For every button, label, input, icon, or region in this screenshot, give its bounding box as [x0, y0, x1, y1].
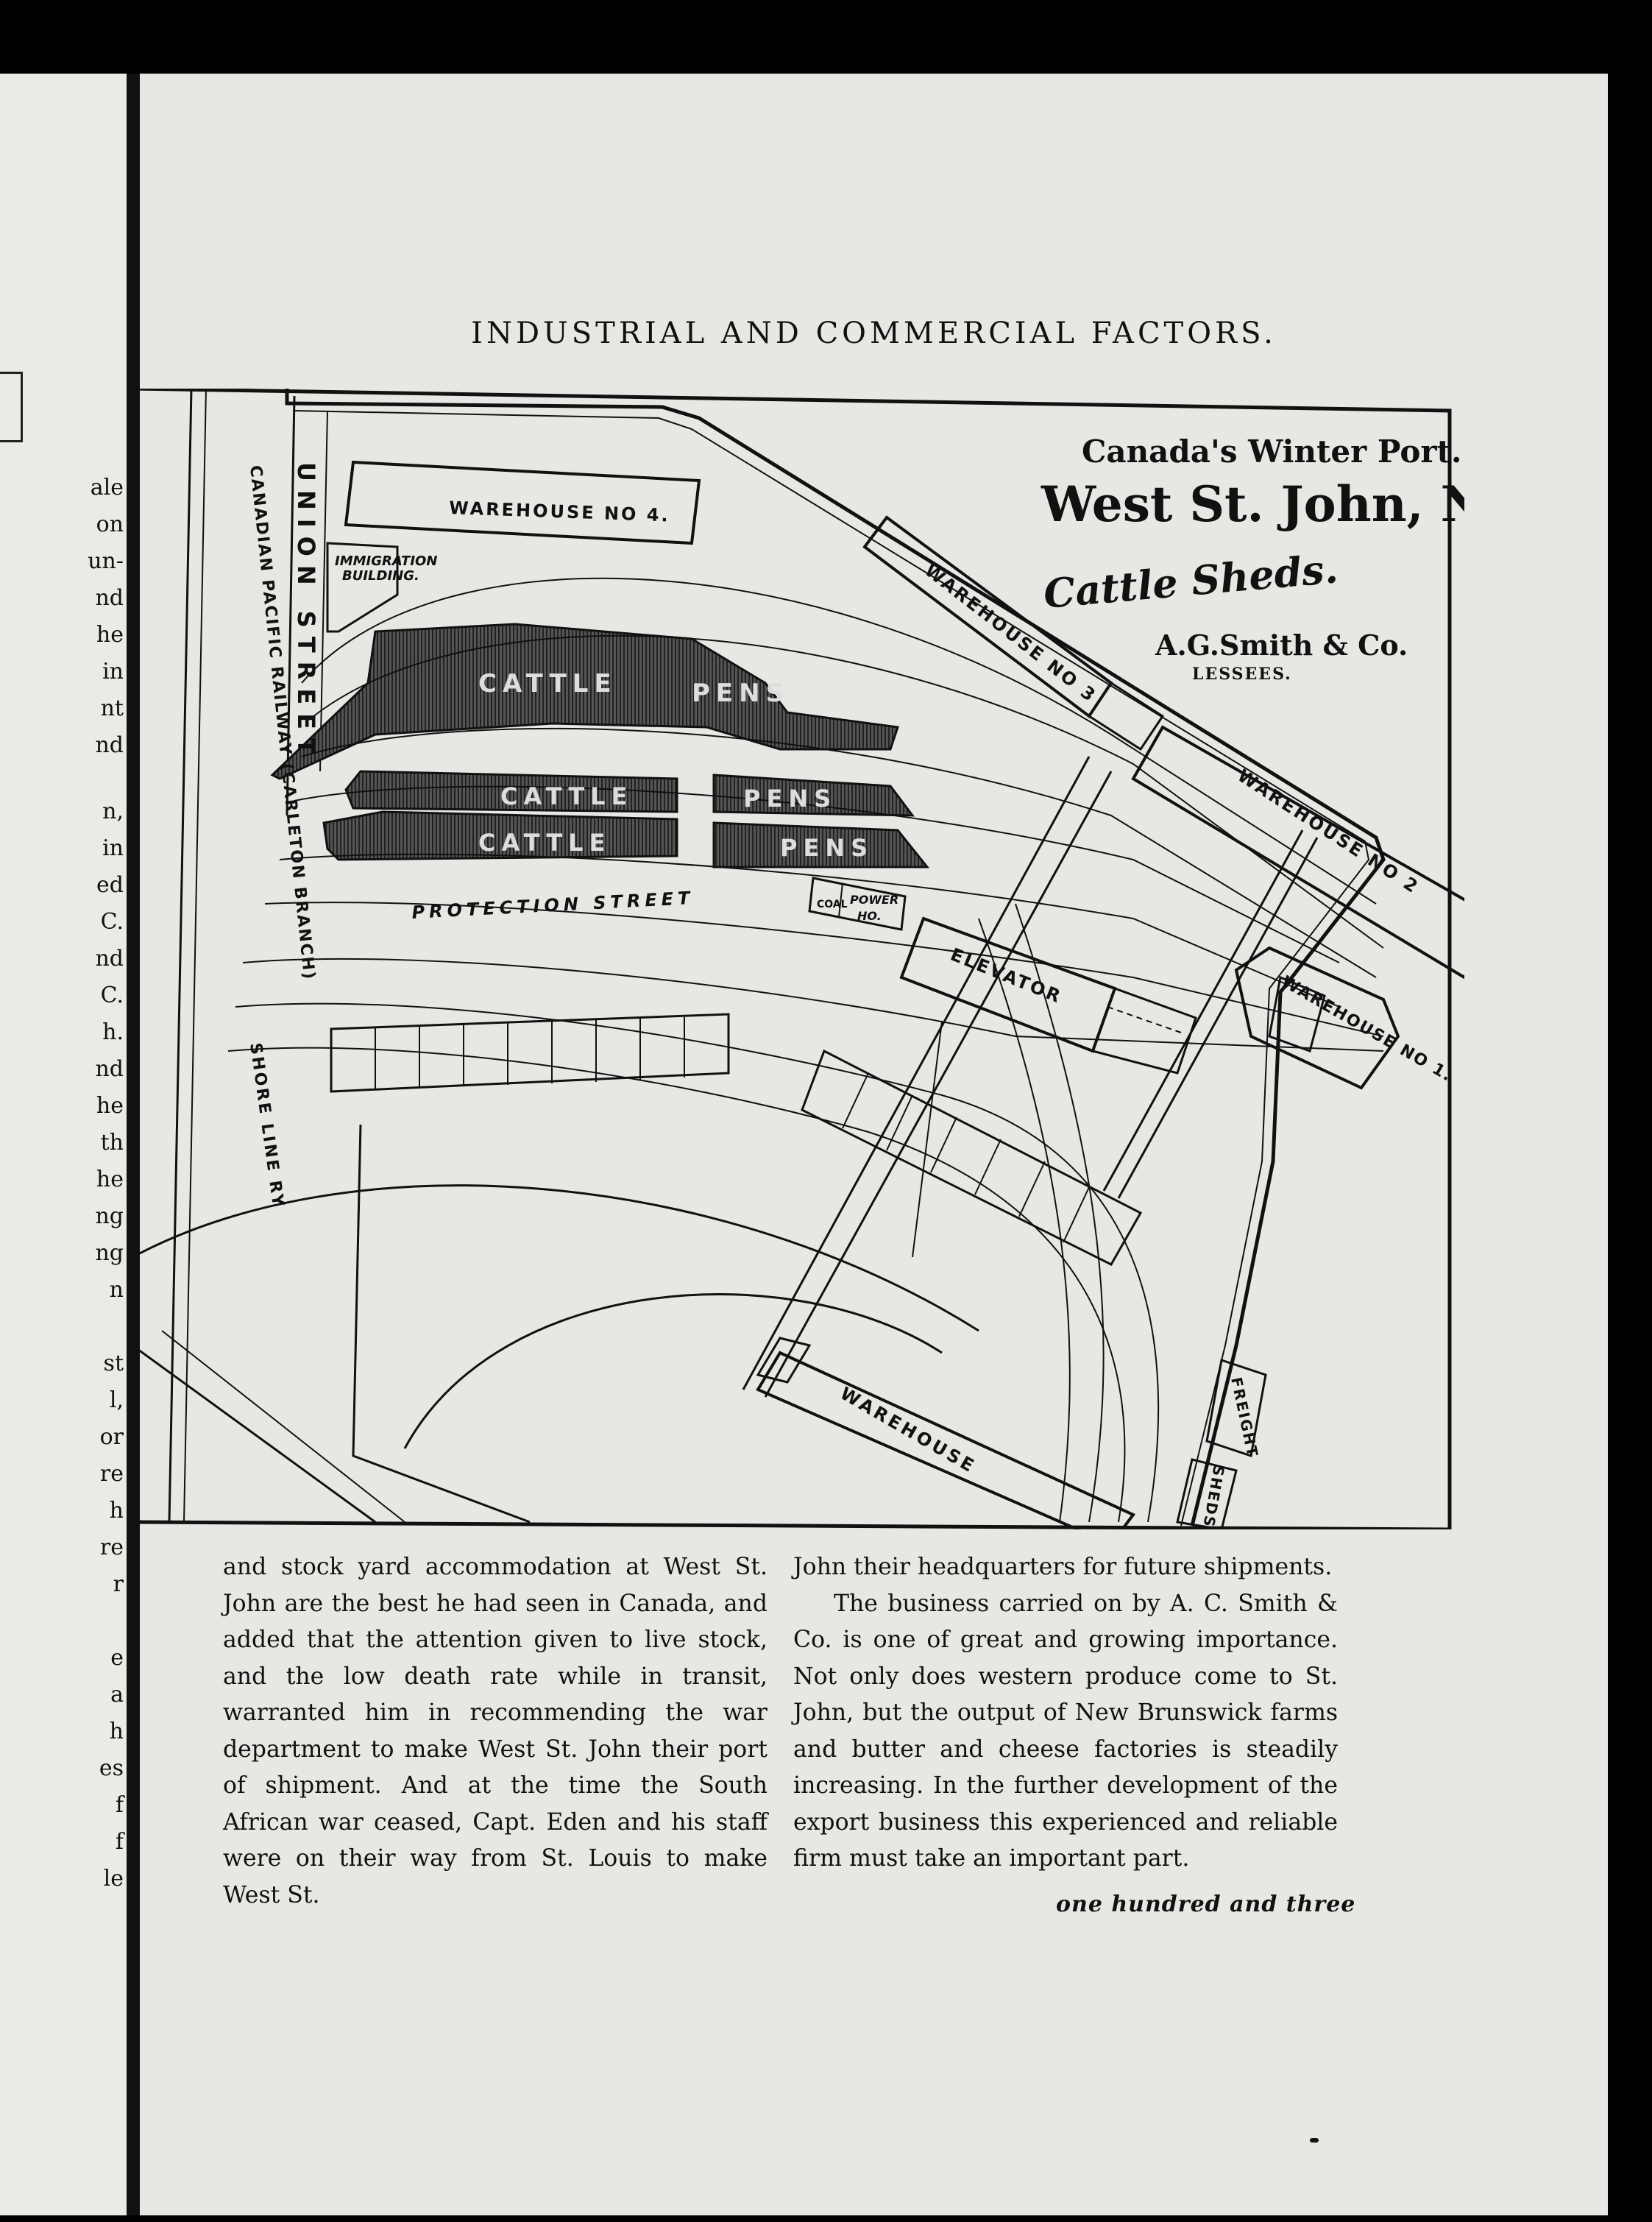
- facing-page-fragment: h.: [102, 1019, 124, 1045]
- warehouse-lower-label: WAREHOUSE: [837, 1383, 980, 1477]
- map-lessee-name: A.G.Smith & Co.: [1155, 629, 1408, 662]
- facing-page-fragment: n: [109, 1277, 124, 1303]
- facing-page-fragment: he: [96, 1093, 124, 1119]
- left-column-paragraph: and stock yard accommodation at West St.…: [223, 1554, 767, 1908]
- cattle-pens-lower-right: [712, 821, 930, 868]
- facing-page-fragment: h: [109, 1719, 124, 1744]
- facing-page-fragment: re: [99, 1535, 124, 1560]
- right-column-paragraph-2: The business carried on by A. C. Smith &…: [793, 1590, 1338, 1872]
- coal-label: COAL: [817, 899, 848, 910]
- facing-page-fragment: on: [96, 512, 124, 537]
- immigration-building: [326, 542, 399, 633]
- facing-page-fragment: ed: [96, 872, 124, 898]
- facing-page-fragment: nd: [95, 732, 124, 758]
- elevator-label: ELEVATOR: [948, 944, 1066, 1008]
- facing-page-fragment: he: [96, 622, 124, 648]
- facing-page-fragment: in: [102, 659, 124, 684]
- facing-page-fragment: un-: [88, 548, 124, 574]
- warehouse-4-label: WAREHOUSE NO 4.: [449, 498, 670, 526]
- cattle-pens-middle-left: [344, 770, 678, 813]
- open-field: [352, 1124, 531, 1524]
- freight-shed: [1205, 1359, 1267, 1457]
- pens-label-3: PENS: [780, 834, 873, 862]
- cattle-pens-top: [270, 623, 899, 780]
- facing-page-box: [0, 372, 23, 442]
- facing-page-fragment: nd: [95, 1056, 124, 1082]
- page: INDUSTRIAL AND COMMERCIAL FACTORS.: [140, 74, 1608, 2215]
- facing-page-fragment: ng: [95, 1240, 124, 1266]
- cattle-label-3: CATTLE: [478, 829, 611, 857]
- text-column-right: John their headquarters for future shipm…: [793, 1549, 1338, 1878]
- facing-page-fragment: th: [100, 1130, 124, 1156]
- facing-page-fragment: ale: [90, 475, 124, 500]
- facing-page-fragment: or: [99, 1424, 124, 1450]
- shore-line-label: SHORE LINE RY: [246, 1041, 287, 1209]
- facing-page-fragment: C.: [100, 983, 124, 1008]
- facing-page-fragment: a: [110, 1682, 124, 1708]
- facing-page-fragment: n,: [102, 799, 124, 824]
- power-house-label-2: HO.: [857, 909, 882, 923]
- facing-page-fragment: re: [99, 1461, 124, 1487]
- immigration-label-1: IMMIGRATION: [335, 553, 437, 569]
- cattle-pens-middle-right: [712, 774, 915, 817]
- map-frame: [140, 389, 1452, 1529]
- lot-right: [801, 1049, 1143, 1266]
- facing-page-fragment: es: [99, 1755, 124, 1781]
- pens-label-2: PENS: [743, 785, 837, 813]
- union-street-label: UNION STREET: [292, 462, 320, 763]
- map-title-line1: Canada's Winter Port.: [1082, 434, 1462, 470]
- cattle-label-2: CATTLE: [500, 782, 633, 810]
- facing-page-fragment: r: [113, 1571, 124, 1597]
- speck: [1310, 2138, 1319, 2143]
- facing-page-fragment: f: [115, 1792, 124, 1818]
- facing-page-fragment: he: [96, 1167, 124, 1192]
- map-subtitle: Cattle Sheds.: [1042, 545, 1340, 618]
- lot-left: [330, 1013, 730, 1093]
- power-house-label-1: POWER: [850, 893, 898, 907]
- facing-page-fragment: f: [115, 1829, 124, 1855]
- text-column-left: and stock yard accommodation at West St.…: [223, 1549, 767, 1914]
- facing-page-fragment: st: [103, 1351, 124, 1376]
- warehouse-no-2: [1131, 725, 1464, 980]
- warehouse-1-label-line1: WAREHOUSE NO 1.: [1278, 973, 1456, 1086]
- page-number: one hundred and three: [1056, 1892, 1356, 1917]
- facing-page-fragment: h: [109, 1498, 124, 1524]
- site-map: Canada's Winter Port. West St. John, N.B…: [140, 389, 1464, 1529]
- immigration-label-2: BUILDING.: [342, 568, 419, 584]
- map-title-line2: West St. John, N.B.: [1041, 475, 1464, 533]
- facing-page-fragment: nt: [100, 696, 124, 721]
- facing-page-fragment: l,: [109, 1387, 124, 1413]
- facing-page-fragment: nd: [95, 585, 124, 611]
- right-column-paragraph-1: John their headquarters for future shipm…: [793, 1554, 1333, 1580]
- sheds: [1176, 1458, 1238, 1529]
- cattle-pens-lower-left: [322, 810, 678, 861]
- page-gutter: [127, 74, 140, 2215]
- power-house: [808, 877, 907, 931]
- facing-page-fragment: e: [110, 1645, 124, 1671]
- warehouse-no-4: [344, 460, 701, 545]
- running-head: INDUSTRIAL AND COMMERCIAL FACTORS.: [471, 316, 1277, 350]
- cattle-pens-top-label-1: CATTLE: [478, 669, 617, 698]
- facing-page-fragment: C.: [100, 909, 124, 935]
- shoreline: [285, 389, 1386, 1526]
- facing-page-fragment: in: [102, 835, 124, 861]
- facing-page-fragment: ng: [95, 1203, 124, 1229]
- warehouse-no-1: [1234, 946, 1400, 1090]
- facing-page-fragment: nd: [95, 946, 124, 972]
- freight-label: FREIGHT: [1227, 1376, 1262, 1459]
- map-lessee-label: LESSEES.: [1192, 665, 1292, 684]
- cattle-pens-top-label-2: PENS: [692, 679, 790, 708]
- facing-page-fragment: le: [103, 1866, 124, 1892]
